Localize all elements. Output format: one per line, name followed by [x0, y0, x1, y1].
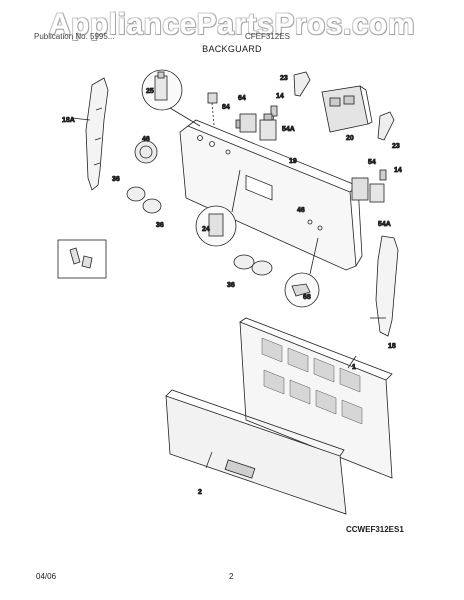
- footer-page-number: 2: [229, 572, 234, 581]
- part-68-callout: [284, 237, 320, 308]
- label-14-top: 14: [276, 93, 284, 100]
- label-64: 64: [238, 95, 246, 102]
- section-title: BACKGUARD: [202, 44, 262, 54]
- label-46-mid: 46: [297, 207, 305, 214]
- detail-inset: [57, 239, 107, 279]
- watermark-logo: AppliancePartsPros.com: [48, 8, 416, 41]
- label-46-left: 46: [142, 136, 150, 143]
- diagram-model-code: CCWEF312ES1: [346, 525, 404, 534]
- part-2-lower-panel: [165, 389, 347, 515]
- backguard-exploded-diagram: 18A 25 84 64 14 54A 23 20: [57, 69, 402, 515]
- part-46-knob-left: [134, 140, 158, 164]
- part-20-control-module: [321, 85, 373, 133]
- part-54-switch-right: [351, 177, 385, 203]
- label-18a: 18A: [62, 117, 75, 124]
- label-54a-top: 54A: [282, 126, 295, 133]
- part-19-backguard-panel: [179, 119, 363, 271]
- part-64-switch: [235, 113, 257, 133]
- part-84-clip: [207, 92, 218, 126]
- label-68: 68: [303, 294, 311, 301]
- label-54a-right: 54A: [378, 221, 391, 228]
- part-36-knobs-left: [126, 186, 162, 214]
- model-header: CFEF312ES: [245, 32, 290, 41]
- part-54a-switch-top: [259, 113, 277, 141]
- label-24: 24: [202, 226, 210, 233]
- label-36-c: 36: [227, 282, 235, 289]
- footer-date: 04/06: [36, 572, 57, 581]
- part-1-rear-panel: [239, 317, 393, 479]
- label-18: 18: [388, 343, 396, 350]
- label-19: 19: [289, 158, 297, 165]
- label-23-right: 23: [392, 143, 400, 150]
- label-1: 1: [352, 364, 356, 371]
- label-2: 2: [198, 489, 202, 496]
- label-84: 84: [222, 104, 230, 111]
- publication-header: Publication No. 5995...: [34, 32, 115, 41]
- part-36-knobs-lower: [233, 254, 273, 276]
- part-18a-end-panel: [71, 77, 109, 191]
- part-25-callout: [141, 69, 201, 127]
- label-36-b: 36: [156, 222, 164, 229]
- part-14-screw-right: [379, 169, 387, 181]
- part-18-end-panel: [370, 235, 399, 337]
- label-54: 54: [368, 159, 376, 166]
- part-23-bracket-right: [377, 111, 395, 141]
- label-20: 20: [346, 135, 354, 142]
- part-24-callout: [195, 169, 241, 247]
- label-14-right: 14: [394, 167, 402, 174]
- label-23-top: 23: [280, 75, 288, 82]
- part-23-bracket-top: [293, 71, 311, 97]
- label-36-a: 36: [112, 176, 120, 183]
- label-25: 25: [146, 88, 154, 95]
